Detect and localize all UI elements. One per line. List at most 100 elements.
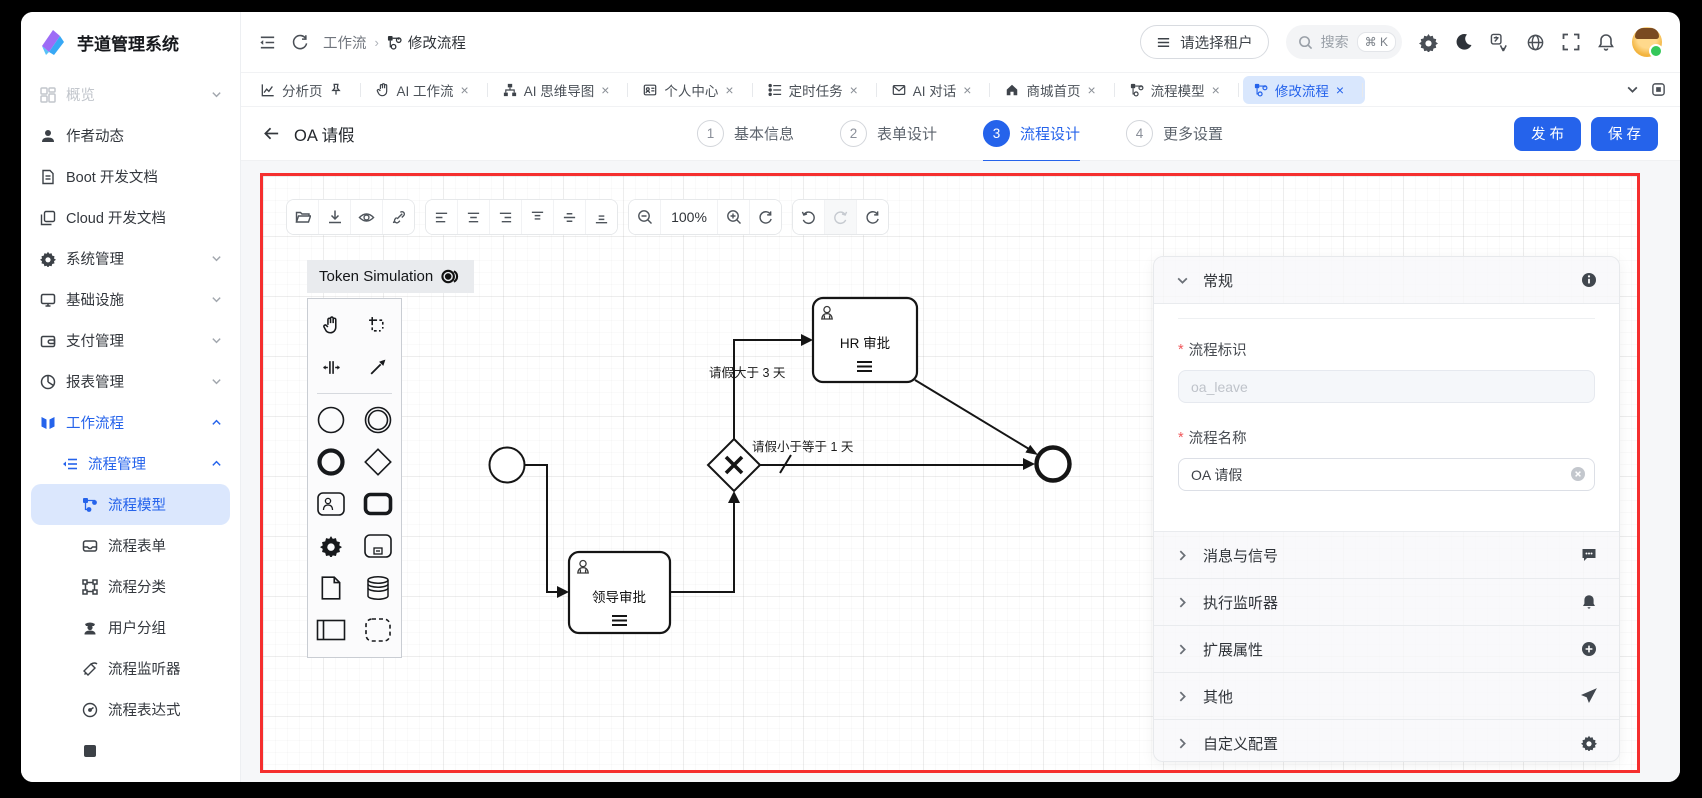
end-event[interactable] bbox=[308, 441, 355, 483]
refresh-diagram-button[interactable] bbox=[857, 200, 888, 234]
menu-fold-icon[interactable] bbox=[258, 33, 277, 52]
step-form-design[interactable]: 2 表单设计 bbox=[839, 107, 937, 162]
leader-task-node[interactable]: 领导审批 bbox=[567, 550, 672, 635]
tenant-select-button[interactable]: 请选择租户 bbox=[1140, 25, 1269, 59]
exclusive-gateway[interactable] bbox=[355, 441, 402, 483]
sidebar-item-user-group[interactable]: 用户分组 bbox=[31, 607, 230, 648]
section-extension-properties[interactable]: 扩展属性 bbox=[1154, 626, 1619, 673]
undo-button[interactable] bbox=[793, 200, 825, 234]
data-object[interactable] bbox=[308, 567, 355, 609]
tab-scheduled-tasks[interactable]: 定时任务 × bbox=[757, 76, 879, 104]
section-general[interactable]: 常规 bbox=[1154, 257, 1619, 304]
zoom-out-button[interactable] bbox=[629, 200, 661, 234]
fullscreen-icon[interactable] bbox=[1562, 33, 1580, 51]
subprocess[interactable] bbox=[355, 525, 402, 567]
sidebar-item-process-model[interactable]: 流程模型 bbox=[31, 484, 230, 525]
search-input[interactable]: 搜索 ⌘ K bbox=[1285, 25, 1402, 59]
align-middle-button[interactable] bbox=[554, 200, 586, 234]
participant[interactable] bbox=[308, 609, 355, 651]
user-avatar[interactable] bbox=[1632, 27, 1663, 58]
globe-icon[interactable] bbox=[1526, 33, 1545, 52]
sidebar-item-process-admin[interactable]: 流程管理 bbox=[31, 443, 230, 484]
exclusive-gateway-node[interactable] bbox=[706, 437, 762, 493]
translate-icon[interactable] bbox=[1490, 33, 1509, 52]
tab-edit-process[interactable]: 修改流程 × bbox=[1242, 75, 1366, 104]
dark-mode-moon-icon[interactable] bbox=[1455, 33, 1473, 51]
flow-start-to-leader[interactable] bbox=[525, 464, 557, 593]
align-left-button[interactable] bbox=[426, 200, 458, 234]
close-icon[interactable]: × bbox=[725, 81, 734, 98]
service-task[interactable] bbox=[308, 525, 355, 567]
close-icon[interactable]: × bbox=[1335, 81, 1345, 98]
hr-task-node[interactable]: HR 审批 bbox=[811, 296, 919, 384]
zoom-in-button[interactable] bbox=[718, 200, 750, 234]
space-tool[interactable] bbox=[308, 346, 355, 388]
redo-button-disabled[interactable] bbox=[825, 200, 857, 234]
sidebar-item-process-category[interactable]: 流程分类 bbox=[31, 566, 230, 607]
close-icon[interactable]: × bbox=[1087, 81, 1096, 98]
section-message-signal[interactable]: 消息与信号 bbox=[1154, 532, 1619, 579]
intermediate-event[interactable] bbox=[355, 399, 402, 441]
breadcrumb-section[interactable]: 工作流 bbox=[323, 35, 367, 52]
close-icon[interactable]: × bbox=[963, 81, 972, 98]
tab-profile[interactable]: 个人中心 × bbox=[632, 76, 754, 104]
process-key-input[interactable] bbox=[1178, 370, 1595, 403]
info-icon[interactable] bbox=[1581, 272, 1597, 288]
sidebar-item-boot-docs[interactable]: Boot 开发文档 bbox=[31, 156, 230, 197]
sidebar-item-process-listener[interactable]: 流程监听器 bbox=[31, 648, 230, 689]
start-event[interactable] bbox=[308, 399, 355, 441]
flow-hr-to-end[interactable] bbox=[914, 379, 1030, 450]
link-button[interactable] bbox=[383, 200, 414, 234]
data-store[interactable] bbox=[355, 567, 402, 609]
chevron-down-icon[interactable] bbox=[1626, 83, 1639, 96]
notification-bell-icon[interactable] bbox=[1597, 33, 1615, 51]
reset-zoom-button[interactable] bbox=[750, 200, 781, 234]
refresh-icon[interactable] bbox=[291, 33, 309, 51]
sidebar-item-system-admin[interactable]: 系统管理 bbox=[31, 238, 230, 279]
open-file-button[interactable] bbox=[287, 200, 319, 234]
process-name-input[interactable] bbox=[1178, 458, 1595, 491]
sidebar-item-infrastructure[interactable]: 基础设施 bbox=[31, 279, 230, 320]
sidebar-item-overview[interactable]: 概览 bbox=[31, 74, 230, 115]
tab-ai-mindmap[interactable]: AI 思维导图 × bbox=[492, 76, 631, 104]
settings-gear-icon[interactable] bbox=[1419, 33, 1438, 52]
step-process-design[interactable]: 3 流程设计 bbox=[983, 107, 1081, 162]
sidebar-item-payment-admin[interactable]: 支付管理 bbox=[31, 320, 230, 361]
download-button[interactable] bbox=[319, 200, 351, 234]
step-more-settings[interactable]: 4 更多设置 bbox=[1126, 107, 1223, 162]
tab-mall-home[interactable]: 商城首页 × bbox=[994, 76, 1116, 104]
section-other[interactable]: 其他 bbox=[1154, 673, 1619, 720]
preview-eye-button[interactable] bbox=[351, 200, 383, 234]
close-icon[interactable]: × bbox=[460, 81, 469, 98]
end-event-node[interactable] bbox=[1034, 445, 1072, 483]
clear-input-icon[interactable] bbox=[1570, 466, 1586, 482]
hand-tool[interactable] bbox=[308, 304, 355, 346]
token-simulation-toggle[interactable]: Token Simulation bbox=[307, 260, 475, 293]
sidebar-item-report-admin[interactable]: 报表管理 bbox=[31, 361, 230, 402]
back-arrow-icon[interactable] bbox=[262, 124, 281, 143]
save-button[interactable]: 保 存 bbox=[1590, 116, 1658, 151]
sidebar-item-process-expression[interactable]: 流程表达式 bbox=[31, 689, 230, 730]
publish-button[interactable]: 发 布 bbox=[1513, 116, 1581, 151]
align-center-button[interactable] bbox=[458, 200, 490, 234]
section-execution-listener[interactable]: 执行监听器 bbox=[1154, 579, 1619, 626]
tab-analytics[interactable]: 分析页 bbox=[250, 76, 363, 104]
close-icon[interactable]: × bbox=[849, 81, 858, 98]
align-right-button[interactable] bbox=[490, 200, 522, 234]
tab-ai-workflow[interactable]: AI 工作流 × bbox=[365, 76, 490, 104]
maximize-icon[interactable] bbox=[1651, 82, 1666, 97]
sidebar-item-author-feed[interactable]: 作者动态 bbox=[31, 115, 230, 156]
flow-gateway-to-hr[interactable] bbox=[733, 339, 801, 439]
sidebar-item-process-form[interactable]: 流程表单 bbox=[31, 525, 230, 566]
close-icon[interactable]: × bbox=[601, 81, 610, 98]
lasso-tool[interactable] bbox=[355, 304, 402, 346]
pin-icon[interactable] bbox=[330, 83, 342, 96]
sidebar-item-cloud-docs[interactable]: Cloud 开发文档 bbox=[31, 197, 230, 238]
align-top-button[interactable] bbox=[522, 200, 554, 234]
flow-leader-to-gateway[interactable] bbox=[670, 503, 735, 593]
close-icon[interactable]: × bbox=[1211, 81, 1220, 98]
step-basic-info[interactable]: 1 基本信息 bbox=[696, 107, 794, 162]
group[interactable] bbox=[355, 609, 402, 651]
sidebar-item-partial[interactable] bbox=[31, 730, 230, 771]
bpmn-canvas[interactable]: 100% Token Simulation bbox=[263, 176, 1637, 770]
